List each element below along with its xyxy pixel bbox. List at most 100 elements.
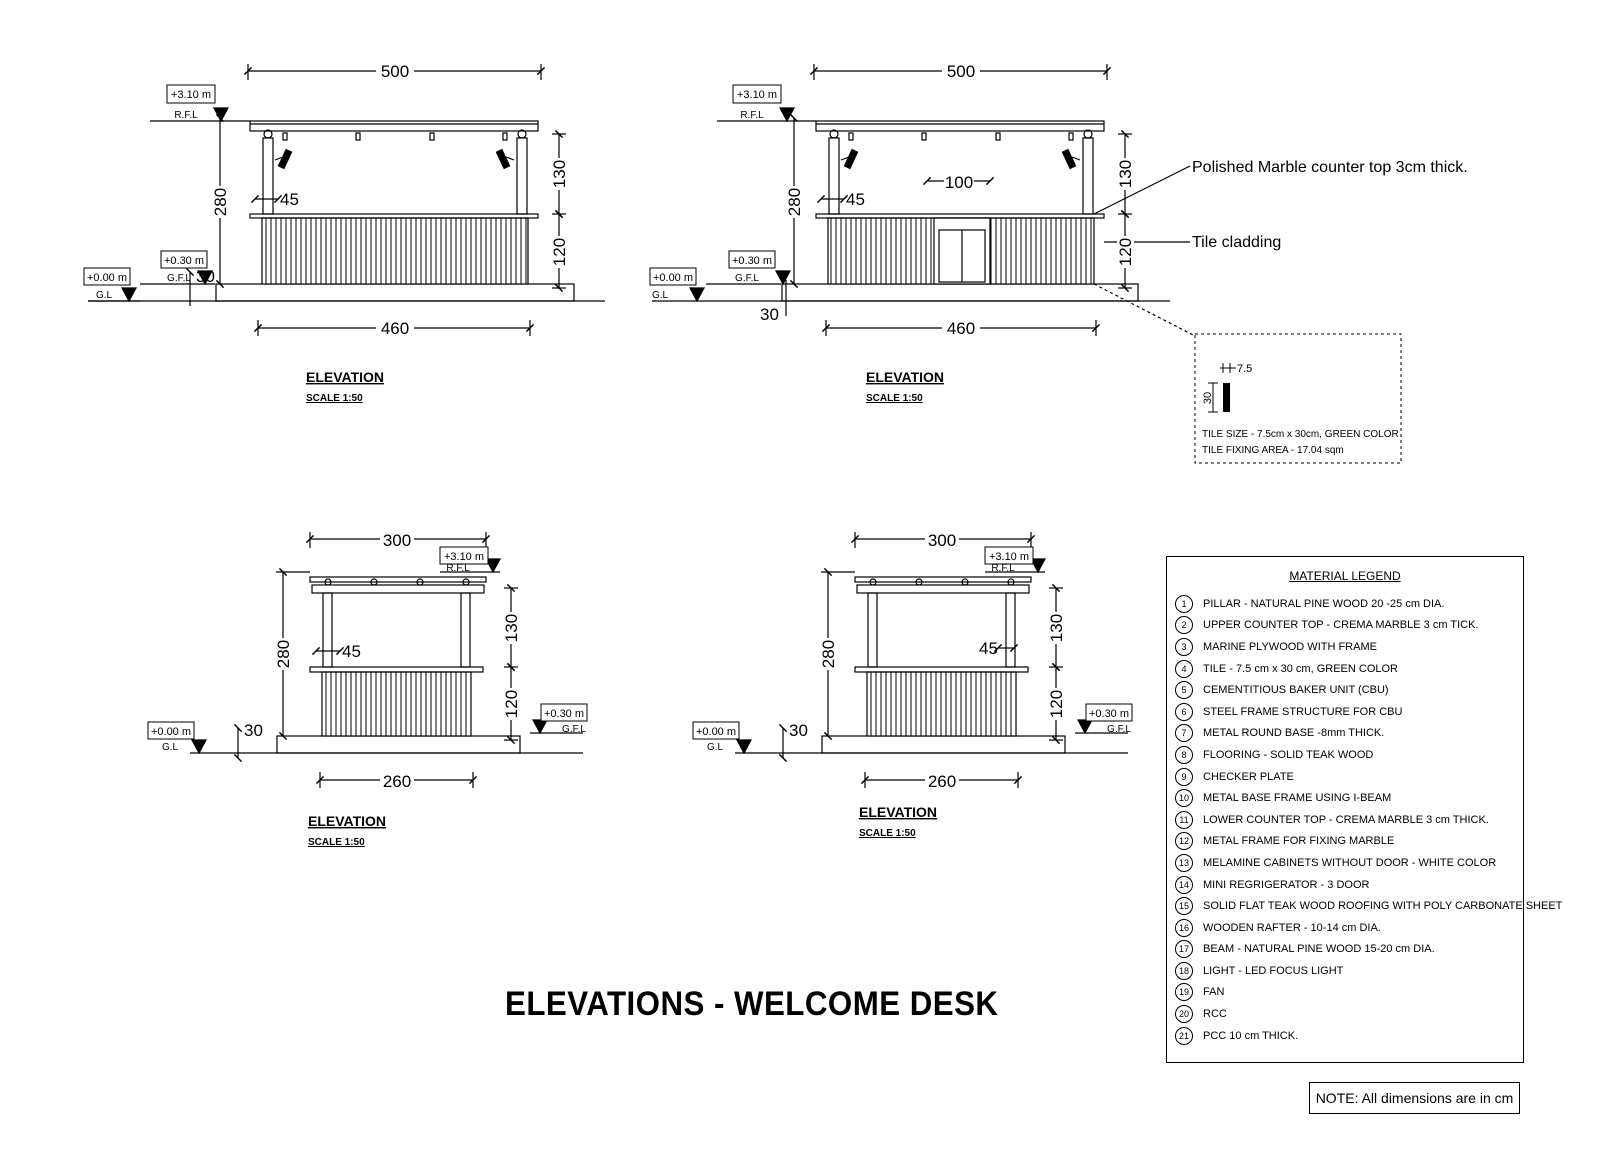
legend-text: METAL BASE FRAME USING I-BEAM xyxy=(1203,792,1392,805)
material-legend: MATERIAL LEGEND 1 PILLAR - NATURAL PINE W… xyxy=(1166,556,1562,1063)
dim-lower: 120 xyxy=(1047,690,1066,718)
gfl-label: G.F.L xyxy=(167,273,191,284)
legend-text: TILE - 7.5 cm x 30 cm, GREEN COLOR xyxy=(1203,662,1398,675)
legend-text: RCC xyxy=(1203,1008,1227,1021)
legend-number: 21 xyxy=(1175,1026,1193,1045)
legend-number: 19 xyxy=(1175,983,1193,1002)
elevation-4 xyxy=(735,532,1128,788)
legend-text: WOODEN RAFTER - 10-14 cm DIA. xyxy=(1203,921,1381,934)
dim-height: 280 xyxy=(785,188,804,216)
gfl-level-box xyxy=(160,250,208,269)
rfl-level: +3.10 m xyxy=(989,551,1029,563)
dim-height: 280 xyxy=(211,188,230,216)
legend-number: 9 xyxy=(1175,767,1193,786)
legend-text: UPPER COUNTER TOP - CREMA MARBLE 3 cm TI… xyxy=(1203,619,1479,632)
legend-item: 12 METAL FRAME FOR FIXING MARBLE xyxy=(1167,831,1523,853)
gl-level-box xyxy=(83,267,131,286)
legend-text: FAN xyxy=(1203,986,1225,999)
dim-lower: 120 xyxy=(1116,238,1135,266)
dim-door-width: 100 xyxy=(945,173,973,192)
gfl-label: G.F.L xyxy=(735,273,759,284)
elevation-title: ELEVATION xyxy=(859,804,937,820)
elevation-1 xyxy=(88,64,605,336)
elevation-title: ELEVATION xyxy=(306,369,384,385)
legend-number: 1 xyxy=(1175,594,1193,613)
legend-item: 2 UPPER COUNTER TOP - CREMA MARBLE 3 cm T… xyxy=(1167,615,1523,637)
legend-item: 7 METAL ROUND BASE -8mm THICK. xyxy=(1167,723,1523,745)
legend-text: PCC 10 cm THICK. xyxy=(1203,1029,1299,1042)
legend-number: 14 xyxy=(1175,875,1193,894)
dim-upper: 130 xyxy=(1116,160,1135,188)
gfl-level: +0.30 m xyxy=(1089,708,1129,720)
legend-text: METAL ROUND BASE -8mm THICK. xyxy=(1203,727,1385,740)
gl-level: +0.00 m xyxy=(87,272,127,284)
dim-counter: 45 xyxy=(846,190,865,209)
dim-top-width: 300 xyxy=(383,531,411,550)
dim-lower: 120 xyxy=(550,238,569,266)
dim-counter: 45 xyxy=(979,639,998,658)
legend-number: 5 xyxy=(1175,681,1193,700)
gl-level: +0.00 m xyxy=(653,272,693,284)
legend-text: LOWER COUNTER TOP - CREMA MARBLE 3 cm TH… xyxy=(1203,813,1489,826)
rfl-level: +3.10 m xyxy=(444,551,484,563)
legend-text: BEAM - NATURAL PINE WOOD 15-20 cm DIA. xyxy=(1203,943,1435,956)
legend-text: METAL FRAME FOR FIXING MARBLE xyxy=(1203,835,1395,848)
gl-label: G.L xyxy=(96,290,113,301)
gl-label: G.L xyxy=(707,742,724,753)
legend-item: 21 PCC 10 cm THICK. xyxy=(1167,1025,1523,1047)
tile-detail: 7.5 30 TILE SIZE - 7.5cm x 30cm, GREEN C… xyxy=(1194,333,1402,464)
dim-counter: 45 xyxy=(342,642,361,661)
rfl-label: R.F.L xyxy=(174,110,198,121)
legend-item: 4 TILE - 7.5 cm x 30 cm, GREEN COLOR xyxy=(1167,658,1523,680)
legend-text: CHECKER PLATE xyxy=(1203,770,1294,783)
elevation-scale: SCALE 1:50 xyxy=(306,393,363,404)
tile-area-text: TILE FIXING AREA - 17.04 sqm xyxy=(1202,445,1344,456)
legend-title: MATERIAL LEGEND xyxy=(1289,569,1401,583)
elevation-title: ELEVATION xyxy=(866,369,944,385)
tile-size-text: TILE SIZE - 7.5cm x 30cm, GREEN COLOR xyxy=(1202,429,1399,440)
legend-text: MINI REGRIGERATOR - 3 DOOR xyxy=(1203,878,1370,891)
legend-text: MELAMINE CABINETS WITHOUT DOOR - WHITE C… xyxy=(1203,856,1497,869)
tile-height: 30 xyxy=(1202,392,1214,404)
legend-number: 17 xyxy=(1175,940,1193,959)
dim-top-width: 500 xyxy=(381,62,409,81)
gl-label: G.L xyxy=(652,290,669,301)
dim-base-width: 460 xyxy=(381,319,409,338)
legend-number: 12 xyxy=(1175,832,1193,851)
legend-number: 7 xyxy=(1175,724,1193,743)
dim-top-width: 300 xyxy=(928,531,956,550)
dim-plinth: 30 xyxy=(760,305,779,324)
rfl-label: R.F.L xyxy=(740,110,764,121)
dim-height: 280 xyxy=(274,640,293,668)
rfl-label: R.F.L xyxy=(446,563,470,574)
gl-level: +0.00 m xyxy=(151,726,191,738)
rfl-level-box xyxy=(166,84,216,104)
legend-text: STEEL FRAME STRUCTURE FOR CBU xyxy=(1203,705,1403,718)
legend-item: 1 PILLAR - NATURAL PINE WOOD 20 -25 cm DI… xyxy=(1167,593,1523,615)
legend-number: 4 xyxy=(1175,659,1193,678)
legend-text: LIGHT - LED FOCUS LIGHT xyxy=(1203,964,1344,977)
dimension-note: NOTE: All dimensions are in cm xyxy=(1309,1082,1520,1114)
rfl-label: R.F.L xyxy=(991,563,1015,574)
legend-text: PILLAR - NATURAL PINE WOOD 20 -25 cm DIA… xyxy=(1203,597,1445,610)
tile-width: 7.5 xyxy=(1237,363,1252,375)
marble-callout: Polished Marble counter top 3cm thick. xyxy=(1192,159,1468,176)
legend-number: 8 xyxy=(1175,745,1193,764)
gfl-level: +0.30 m xyxy=(544,708,584,720)
tile-callout: Tile cladding xyxy=(1192,234,1281,251)
elevation-title: ELEVATION xyxy=(308,813,386,829)
legend-number: 2 xyxy=(1175,616,1193,635)
elevation-scale: SCALE 1:50 xyxy=(866,393,923,404)
dim-lower: 120 xyxy=(502,690,521,718)
elevation-3 xyxy=(190,532,583,788)
dim-upper: 130 xyxy=(1047,614,1066,642)
legend-text: SOLID FLAT TEAK WOOD ROOFING WITH POLY C… xyxy=(1203,900,1563,913)
